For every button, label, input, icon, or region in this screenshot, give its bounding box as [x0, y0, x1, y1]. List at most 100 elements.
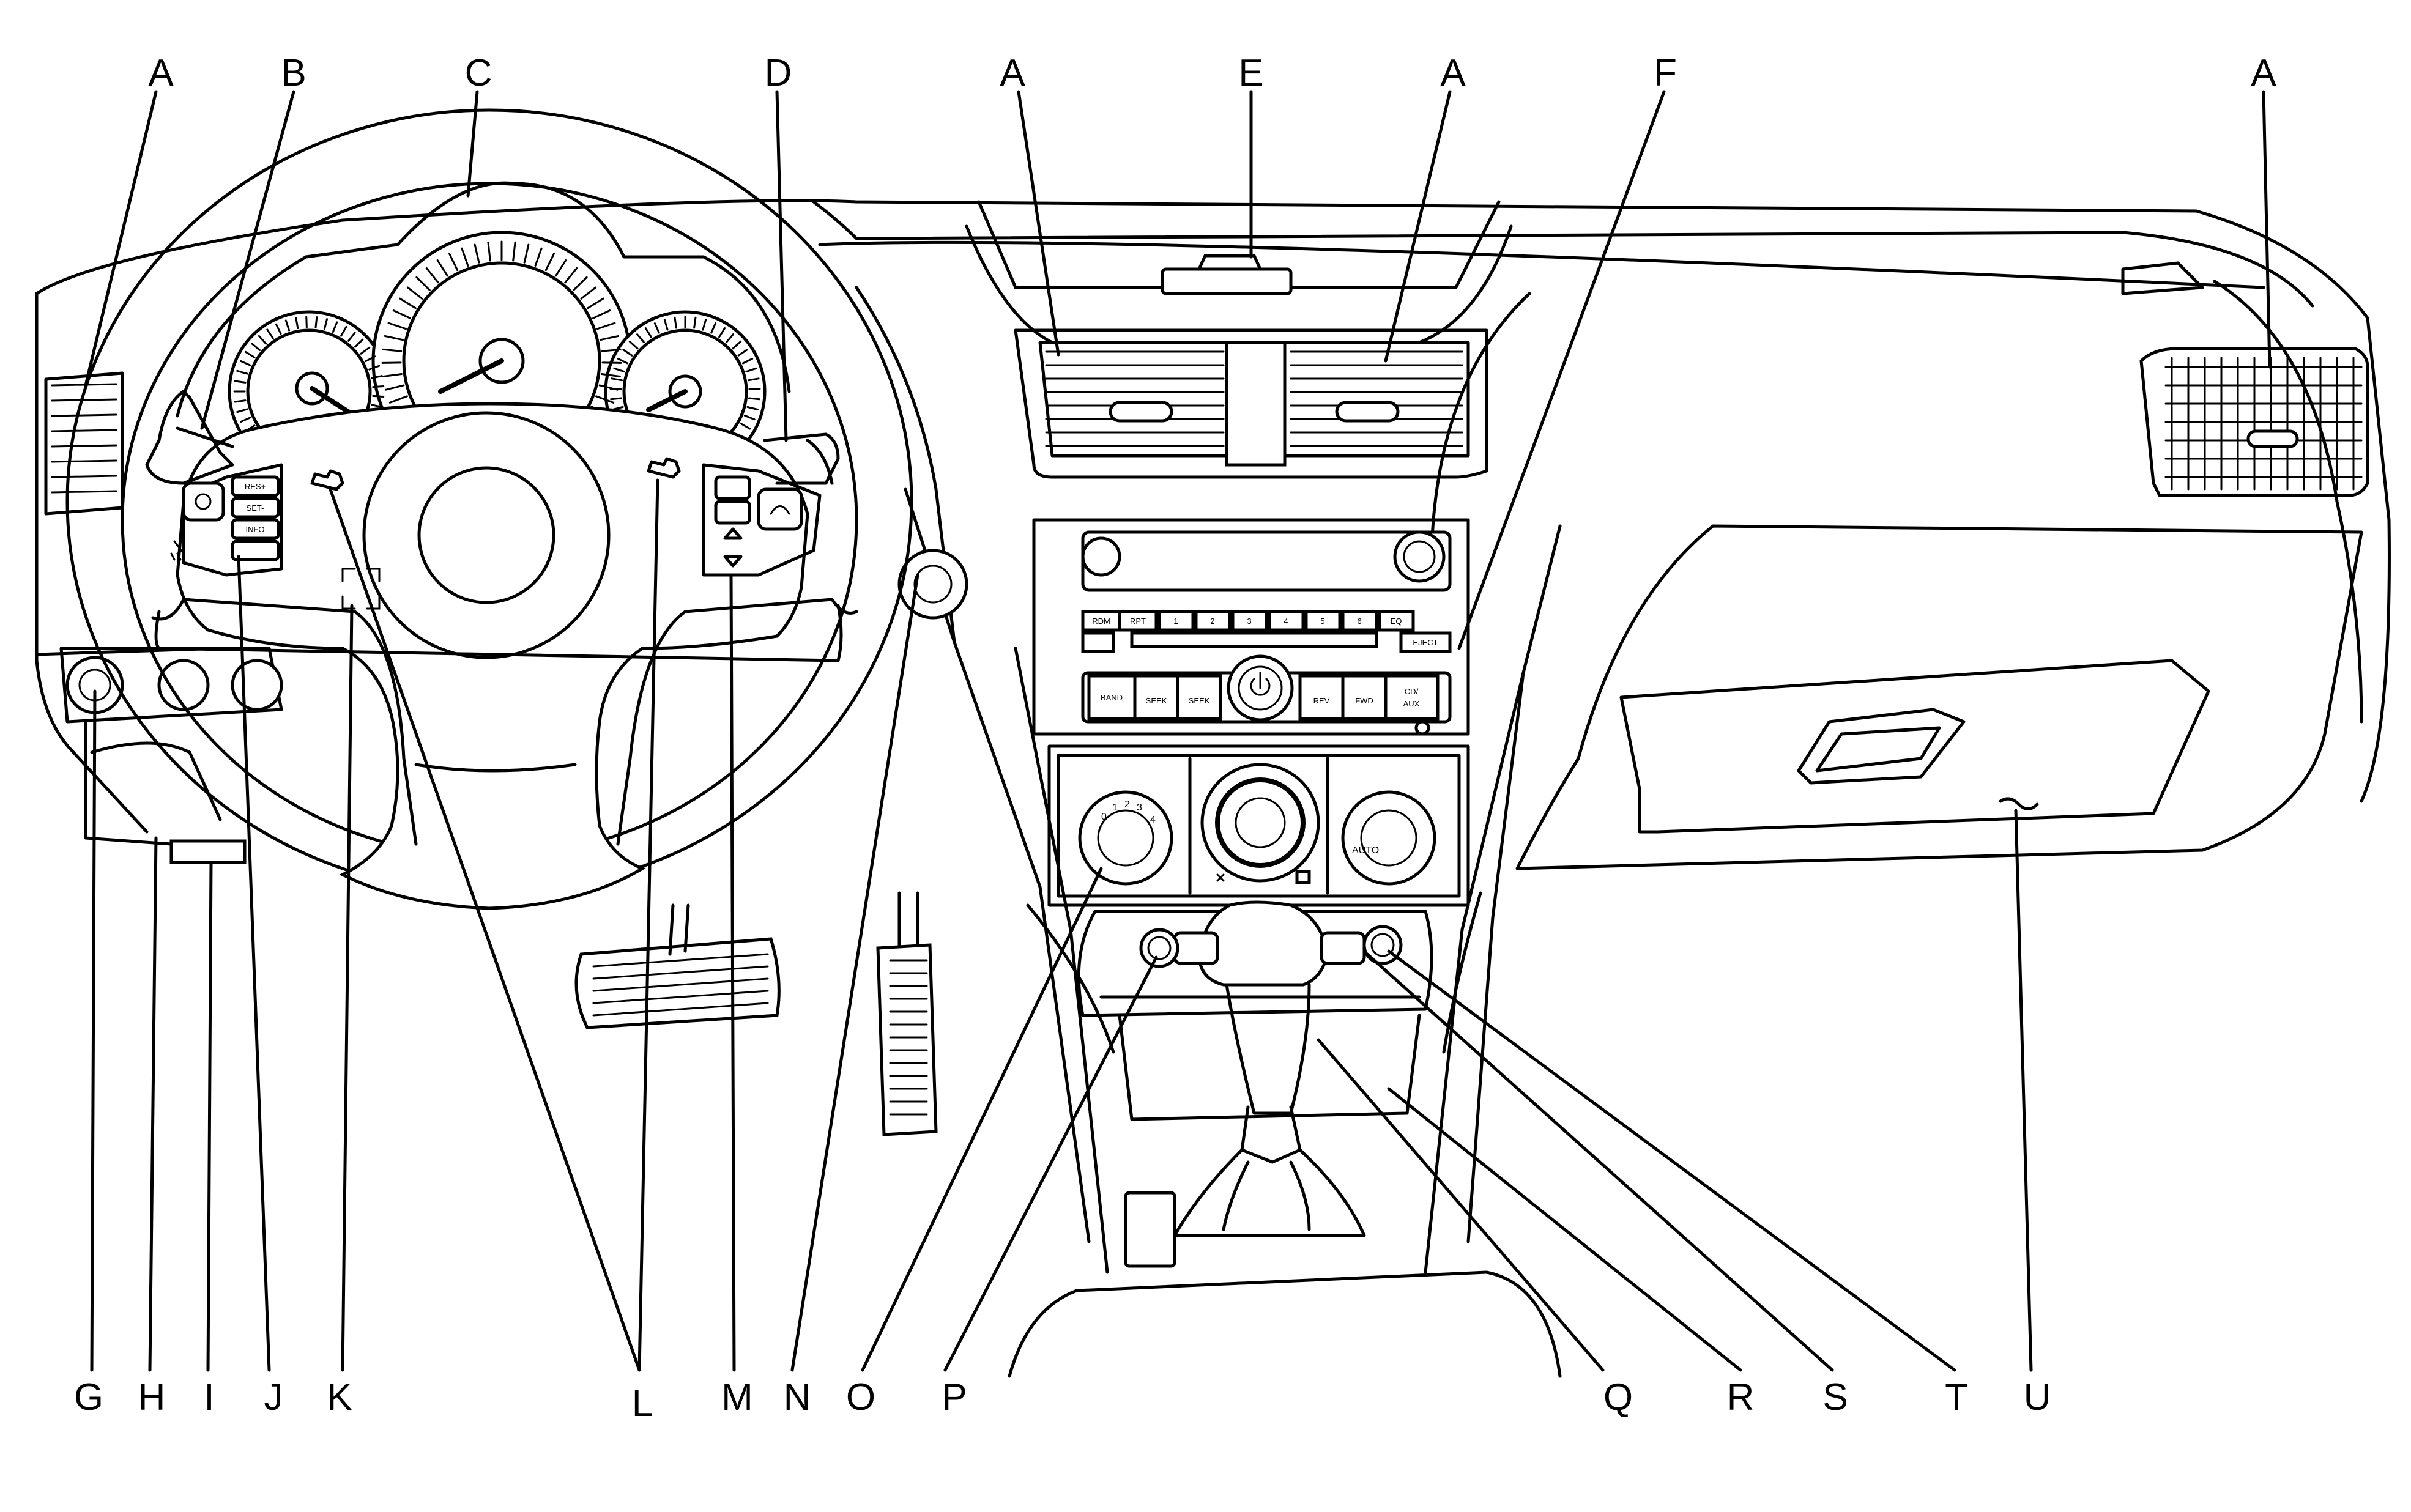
gauge-tick — [347, 332, 356, 342]
gauge-tick — [340, 325, 347, 337]
gauge-tick — [258, 335, 267, 345]
left-vent-louvers — [51, 383, 117, 494]
gauge-tick — [544, 253, 555, 272]
aux-label: AUX — [1403, 699, 1420, 708]
pedal-grip-line — [592, 965, 769, 980]
res-label: RES+ — [245, 482, 266, 491]
eject-button[interactable] — [1399, 631, 1452, 653]
gauge-tick — [743, 414, 756, 421]
set-button[interactable] — [231, 497, 280, 519]
fan-speed-knob[interactable] — [1078, 790, 1173, 886]
gauge-tick — [314, 316, 318, 329]
gauge-tick — [354, 338, 364, 348]
gauge-tick — [587, 297, 604, 309]
gauge-tick — [748, 388, 761, 390]
traction-control-button[interactable] — [1173, 931, 1219, 965]
callout-a: A — [148, 52, 174, 94]
volume-down-button[interactable] — [714, 500, 751, 525]
gauge-tick — [523, 243, 530, 264]
cruise-on-off-button[interactable] — [182, 481, 225, 522]
pedal-grip-line — [592, 953, 769, 968]
wiper-lever[interactable] — [763, 432, 840, 485]
radio-tune-knob[interactable] — [1393, 530, 1446, 583]
power-outlet — [1139, 928, 1179, 968]
ignition-switch — [897, 549, 968, 620]
voice-icon — [770, 505, 790, 515]
gauge-tick — [425, 267, 439, 284]
res-button[interactable] — [231, 475, 280, 497]
preset-button-5[interactable] — [1304, 610, 1342, 632]
brake-pedal-grip — [592, 953, 769, 1017]
callout-t: T — [1945, 1376, 1968, 1418]
vent-louver — [51, 490, 117, 494]
gauge-tick — [710, 322, 717, 334]
fog-lamp-button[interactable] — [231, 659, 283, 711]
gauge-tick — [275, 323, 282, 335]
center-air-vents — [1014, 328, 1488, 479]
mode-selector — [1124, 1191, 1176, 1268]
auto-label: AUTO — [1352, 845, 1379, 856]
info-button[interactable] — [231, 518, 280, 540]
defrost-outlet — [965, 200, 1513, 344]
fwd-button[interactable] — [1341, 674, 1388, 721]
eq-button[interactable] — [1378, 610, 1415, 632]
tilt-lever-indicator — [341, 568, 381, 610]
callout-b: B — [281, 52, 306, 94]
vent-divider — [1225, 341, 1287, 467]
gauge-tick — [461, 247, 469, 267]
preset-label: 2 — [1210, 617, 1214, 626]
up-arrow-icon — [723, 527, 743, 540]
seek-left-button[interactable] — [1133, 674, 1179, 721]
steering-wheel: RES+ SET- INFO — [65, 108, 913, 910]
right-outboard-vent — [2121, 261, 2369, 497]
gauge-tick — [365, 355, 376, 363]
callout-j: J — [264, 1376, 283, 1418]
radio-power-volume-knob[interactable] — [1081, 536, 1121, 577]
fwd-label: FWD — [1355, 696, 1373, 705]
cancel-button[interactable] — [231, 539, 280, 561]
gas-pedal-grip — [889, 959, 928, 1116]
preset-button-2[interactable] — [1194, 610, 1232, 632]
turn-signal-lever[interactable] — [145, 390, 234, 485]
preset-button-4[interactable] — [1268, 610, 1305, 632]
voice-button[interactable] — [757, 487, 803, 531]
airbag-module — [362, 411, 611, 659]
cd-label: CD/ — [1405, 687, 1419, 696]
sunload-sensor-icon — [1161, 267, 1293, 295]
seek-right-button[interactable] — [1176, 674, 1222, 721]
cd-aux-button[interactable] — [1384, 674, 1440, 721]
air-vent-icon — [1109, 401, 1173, 423]
gauge-tick — [601, 373, 621, 377]
seek-left-label: SEEK — [1146, 696, 1167, 705]
gauge-tick — [628, 340, 639, 350]
gauge-tick — [663, 319, 669, 331]
gauge-tick — [745, 367, 757, 373]
gauge-tick — [385, 384, 405, 391]
hood-release[interactable] — [169, 839, 247, 864]
fan-label: 2 — [1124, 799, 1130, 810]
gauge-tick — [382, 373, 403, 377]
dimmer-control[interactable] — [157, 659, 210, 711]
preset-button-3[interactable] — [1231, 610, 1268, 632]
gauge-tick — [702, 319, 707, 331]
mute-button[interactable] — [1081, 631, 1115, 653]
rdm-button[interactable] — [1081, 610, 1121, 632]
gauge-tick — [601, 348, 622, 352]
fan-label: 4 — [1150, 815, 1156, 825]
volume-up-button[interactable] — [714, 475, 751, 500]
preset-button-1[interactable] — [1157, 610, 1195, 632]
vent-louver — [51, 413, 117, 417]
mode-knob[interactable] — [1341, 790, 1436, 886]
pedals — [574, 891, 938, 1136]
gauge-tick — [487, 241, 491, 262]
pedal-grip-line — [592, 990, 769, 1004]
rpt-button[interactable] — [1118, 610, 1158, 632]
callout-g: G — [74, 1376, 103, 1418]
gauge-tick — [592, 309, 611, 319]
preset-label: 4 — [1284, 617, 1288, 626]
down-arrow-icon — [723, 555, 743, 568]
stabilitrak-button[interactable] — [1320, 931, 1366, 965]
preset-button-6[interactable] — [1341, 610, 1378, 632]
gauge-tick — [448, 253, 459, 272]
gauge-tick — [732, 340, 742, 350]
